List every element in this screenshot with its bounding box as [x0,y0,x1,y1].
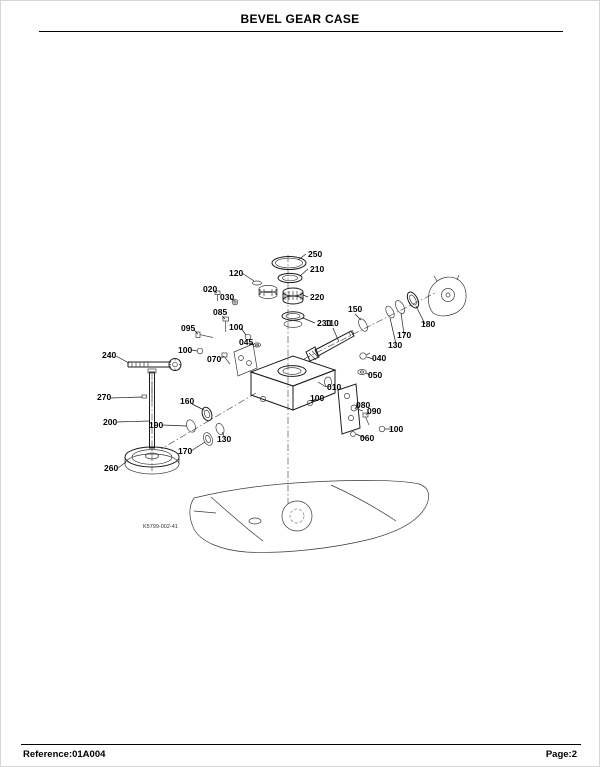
part-callout-080: 080 [356,400,370,410]
header-divider [39,31,563,32]
part-callout-110: 110 [325,318,339,328]
part-callout-180: 180 [421,319,435,329]
part-callout-050: 050 [368,370,382,380]
part-callout-230: 230 [317,318,331,328]
part-callout-040: 040 [372,353,386,363]
part-callout-100-b: 100 [178,345,192,355]
part-callout-070: 070 [207,354,221,364]
mating-flange-sketch [428,274,467,317]
part-gear-case-010 [249,355,337,411]
part-shaft-110 [305,291,420,362]
part-plug-040-washer-050 [357,352,371,375]
part-callout-085: 085 [213,307,227,317]
part-callout-210: 210 [310,264,324,274]
part-callout-090: 090 [367,406,381,416]
part-callout-130-a: 130 [388,340,402,350]
part-cover-210 [277,272,303,284]
part-shaft-200 [141,368,157,449]
footer-page-number: Page:2 [545,749,577,760]
part-callout-010: 010 [327,382,341,392]
base-deck-sketch [189,480,429,553]
part-callout-120: 120 [229,268,243,278]
part-shaft-240 [127,358,182,371]
part-snap-ring-250 [271,256,307,270]
footer-reference: Reference:01A004 [23,749,106,760]
ring-set-center [186,406,225,446]
part-callout-220: 220 [310,292,324,302]
part-callout-160: 160 [180,396,194,406]
part-callout-170-b: 170 [178,446,192,456]
drawing-number: K5799-002-41 [143,524,178,530]
page-title: BEVEL GEAR CASE [240,12,360,26]
part-callout-150: 150 [348,304,362,314]
part-callout-060: 060 [360,433,374,443]
part-callout-100-d: 100 [389,424,403,434]
part-callout-200: 200 [103,417,117,427]
part-callout-260: 260 [104,463,118,473]
part-callout-270: 270 [97,392,111,402]
part-gear-220 [252,280,304,305]
callout-labels: 250 210 220 230 120 020 030 085 100 110 … [97,249,435,530]
part-callout-190: 190 [149,420,163,430]
part-bearing-230 [281,311,305,328]
part-callout-030: 030 [220,292,234,302]
part-callout-240: 240 [102,350,116,360]
axis-lines [151,255,438,504]
leader-lines [110,253,426,469]
part-callout-100-a: 100 [229,322,243,332]
part-callout-130-b: 130 [217,434,231,444]
part-callout-020: 020 [203,284,217,294]
part-callout-100-c: 100 [310,393,324,403]
part-callout-045: 045 [239,337,253,347]
left-bracket [233,343,258,377]
right-bracket-fasteners [337,383,386,437]
part-callout-170-a: 170 [397,330,411,340]
part-callout-250: 250 [308,249,322,259]
footer-divider [21,744,581,745]
part-callout-095: 095 [181,323,195,333]
